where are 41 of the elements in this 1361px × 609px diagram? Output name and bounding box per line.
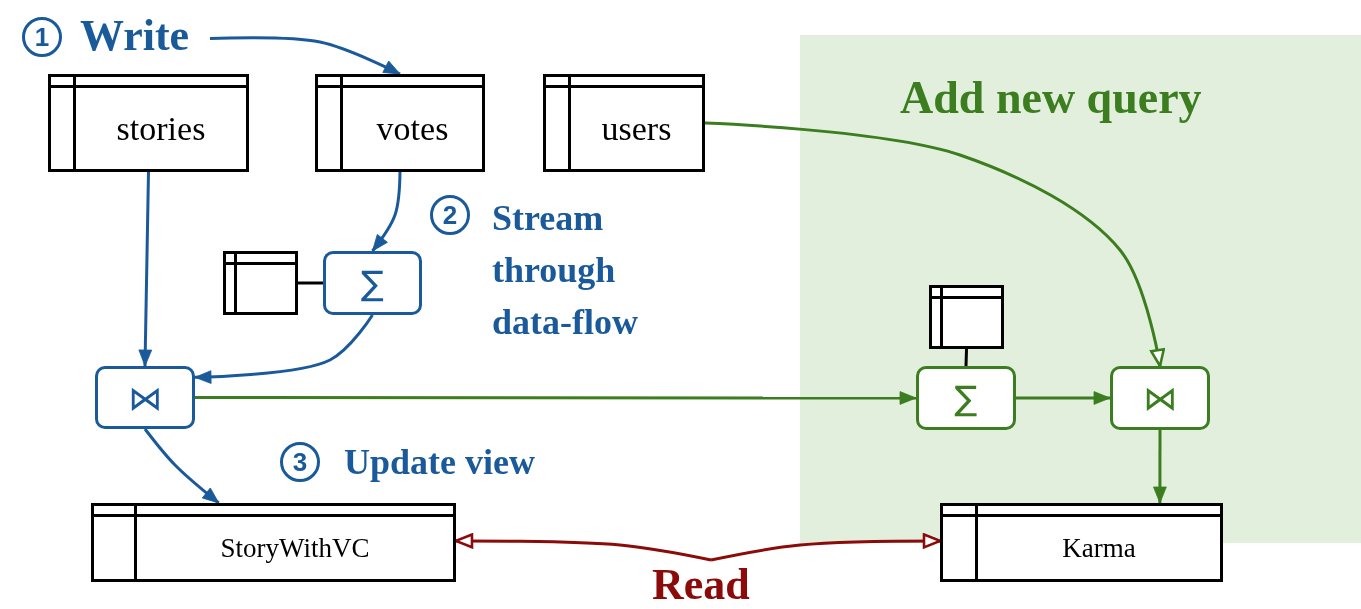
arrow (454, 533, 712, 562)
table-box (315, 74, 485, 172)
table-name: votes (375, 108, 450, 149)
table-box (48, 74, 249, 172)
operator-box (1110, 366, 1210, 430)
step-number: 2 (430, 195, 470, 235)
operator-box (95, 366, 195, 429)
step-number: 3 (280, 442, 320, 482)
state-table-box (929, 285, 1004, 349)
operator-symbol: ⋈ (128, 380, 162, 415)
state-table-box (223, 251, 298, 315)
step-label: Update view (344, 441, 536, 484)
arrow (371, 171, 402, 252)
operator-symbol: ∑ (361, 266, 384, 300)
arrow (195, 391, 917, 405)
operator-box (323, 251, 422, 315)
connector-line (964, 348, 968, 367)
arrow (1153, 430, 1167, 504)
table-box (91, 503, 456, 582)
table-name: stories (115, 108, 207, 149)
step-label: Read (652, 560, 770, 609)
operator-box (916, 366, 1016, 430)
table-name: StoryWithVC (219, 531, 371, 565)
connector-line (298, 281, 323, 285)
table-box (543, 74, 705, 172)
arrow (143, 428, 220, 505)
step-label: Write (80, 10, 210, 62)
arrow (194, 314, 374, 384)
arrow (704, 121, 1165, 368)
step-label: Stream through data-flow (492, 197, 639, 344)
operator-symbol: ⋈ (1143, 381, 1177, 415)
table-box (940, 503, 1223, 582)
table-name: Karma (1061, 531, 1137, 565)
arrow (138, 171, 153, 367)
table-name: users (600, 108, 673, 149)
arrow (1016, 391, 1111, 405)
arrow (710, 533, 942, 562)
step-number: 1 (22, 17, 62, 57)
arrow (209, 36, 401, 76)
region-title: Add new query (900, 75, 1202, 121)
operator-symbol: ∑ (954, 381, 978, 415)
